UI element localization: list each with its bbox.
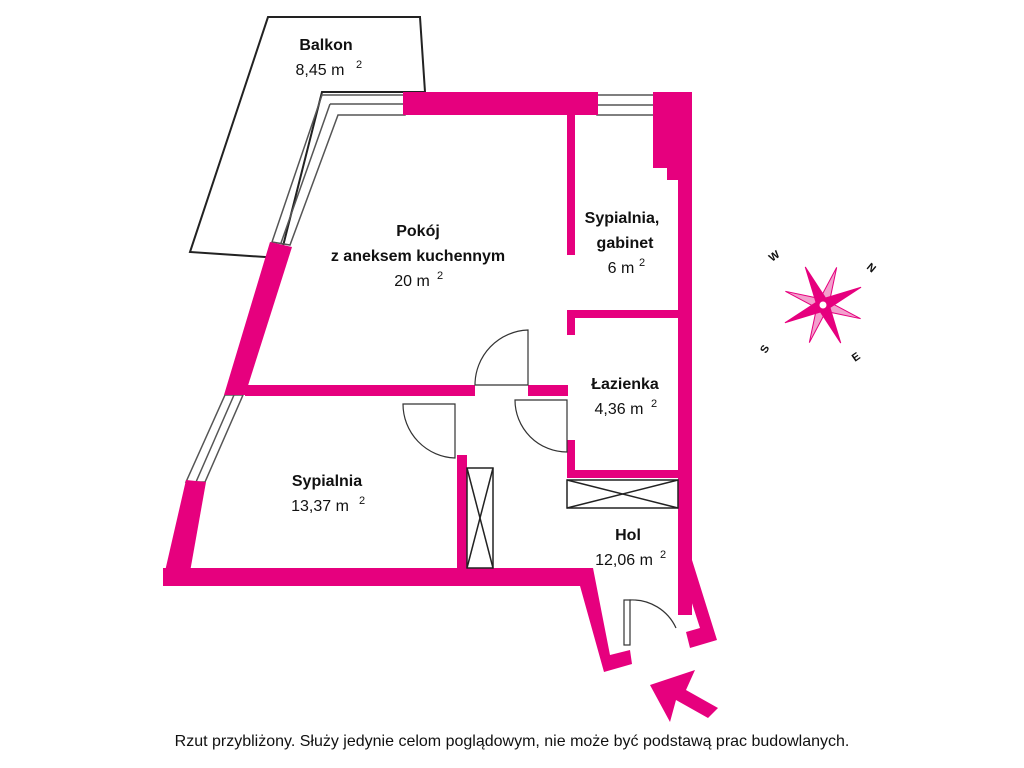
study-name: Sypialnia, xyxy=(585,210,660,227)
bedroom-name: Sypialnia xyxy=(292,473,362,490)
hall-area-sup: 2 xyxy=(660,549,666,561)
balcony-area-sup: 2 xyxy=(356,59,362,71)
label-hall: Hol 12,06 m 2 xyxy=(595,527,666,569)
hall-name: Hol xyxy=(615,527,641,544)
living-area-sup: 2 xyxy=(437,270,443,282)
bedroom-area: 13,37 m xyxy=(291,498,349,515)
bedroom-area-sup: 2 xyxy=(359,495,365,507)
door-bedroom xyxy=(402,403,456,459)
bathroom-area-sup: 2 xyxy=(651,398,657,410)
living-name: Pokój xyxy=(396,223,440,240)
compass-rose-icon xyxy=(784,266,862,344)
study-area-sup: 2 xyxy=(639,257,645,269)
label-living: Pokój z aneksem kuchennym 20 m 2 xyxy=(331,223,505,290)
compass-s: S xyxy=(758,343,772,355)
bathroom-name: Łazienka xyxy=(591,376,659,393)
door-swings xyxy=(402,329,677,646)
walls xyxy=(163,92,717,672)
hall-area: 12,06 m xyxy=(595,552,653,569)
entrance-arrow-icon xyxy=(650,670,718,722)
compass-e: E xyxy=(850,350,863,364)
compass-w: W xyxy=(767,248,783,264)
compass-n: N xyxy=(864,261,878,275)
door-living xyxy=(474,329,529,386)
label-bathroom: Łazienka 4,36 m 2 xyxy=(591,376,659,418)
study-area: 6 m xyxy=(608,260,635,277)
bathroom-area: 4,36 m xyxy=(595,401,644,418)
balcony-outline xyxy=(188,16,427,260)
balcony-name: Balkon xyxy=(299,37,352,54)
label-balcony: Balkon 8,45 m 2 xyxy=(296,37,363,79)
label-study: Sypialnia, gabinet 6 m 2 xyxy=(585,210,660,277)
living-name-2: z aneksem kuchennym xyxy=(331,248,505,265)
study-name-2: gabinet xyxy=(597,235,655,252)
wardrobe-bathroom xyxy=(566,479,679,509)
disclaimer-text: Rzut przybliżony. Służy jedynie celom po… xyxy=(174,733,850,750)
balcony-area: 8,45 m xyxy=(296,62,345,79)
living-area: 20 m xyxy=(394,273,430,290)
door-bathroom xyxy=(514,399,568,453)
door-entrance xyxy=(627,599,677,641)
wardrobe-hall xyxy=(466,467,494,569)
label-bedroom: Sypialnia 13,37 m 2 xyxy=(291,473,365,515)
